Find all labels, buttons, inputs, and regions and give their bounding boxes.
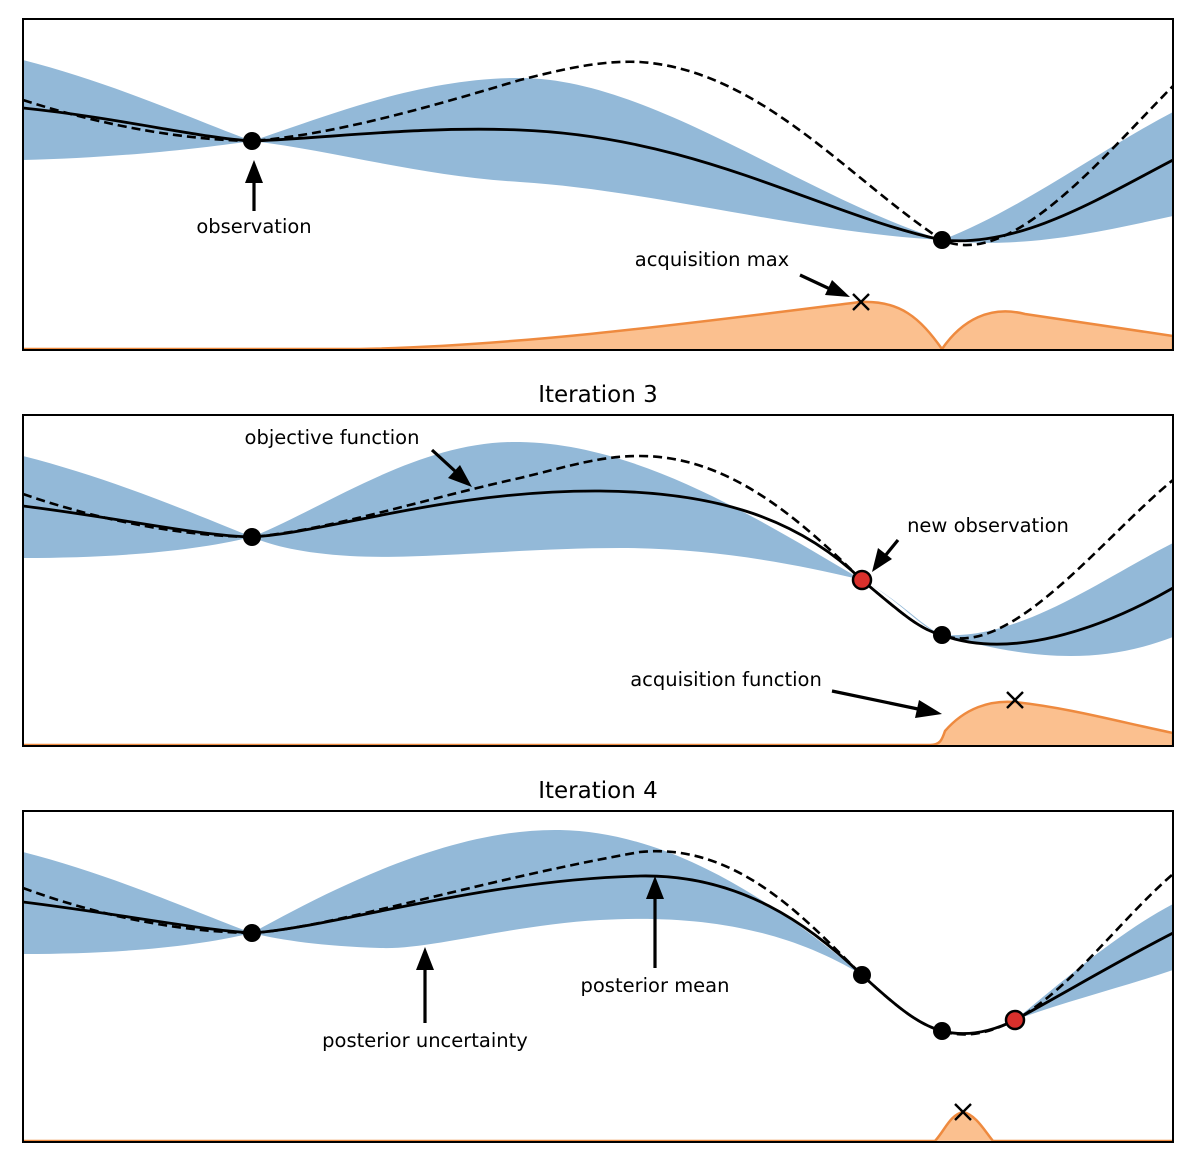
- observation-point: [933, 1022, 951, 1040]
- acquisition-function-curve: [23, 1110, 1173, 1142]
- acquisition-max-arrow: [799, 273, 850, 297]
- objective-function-line: [23, 60, 1173, 247]
- observation-point: [243, 528, 261, 546]
- posterior-uncertainty-arrow: [416, 947, 434, 1023]
- observation-point: [853, 966, 871, 984]
- annotation-new-observation: new observation: [907, 514, 1069, 537]
- panel-3: Iteration 4 posterior mean posterior unc…: [22, 778, 1174, 1143]
- panel-title-iteration-4: Iteration 4: [538, 778, 658, 804]
- observation-point: [933, 231, 951, 249]
- observation-point: [243, 924, 261, 942]
- acquisition-function-curve: [23, 300, 1173, 350]
- posterior-mean-arrow: [646, 876, 664, 968]
- panel-2: Iteration 3 objective function new obs: [22, 382, 1174, 747]
- acquisition-function-arrow: [831, 689, 942, 718]
- annotation-objective-function: objective function: [245, 426, 420, 449]
- panel-1-frame: [22, 18, 1174, 351]
- panel-3-frame: [22, 810, 1174, 1143]
- panel-2-frame: [22, 414, 1174, 747]
- posterior-mean-line: [23, 106, 1173, 243]
- new-observation-point: [1004, 1009, 1026, 1031]
- objective-function-arrow: [430, 448, 472, 487]
- acquisition-max-x-marker: [852, 293, 870, 311]
- observation-point: [933, 626, 951, 644]
- annotation-posterior-mean: posterior mean: [581, 974, 730, 997]
- new-observation-point: [851, 569, 873, 591]
- annotation-acquisition-max: acquisition max: [635, 248, 789, 271]
- annotation-acquisition-function: acquisition function: [630, 668, 822, 691]
- panel-1: observation acquisition max: [22, 18, 1174, 351]
- acquisition-x-marker: [954, 1103, 972, 1121]
- new-observation-arrow: [872, 538, 900, 572]
- panel-title-iteration-3: Iteration 3: [538, 382, 658, 408]
- annotation-posterior-uncertainty: posterior uncertainty: [322, 1029, 528, 1052]
- posterior-uncertainty-band: [23, 441, 1173, 656]
- posterior-uncertainty-band: [23, 60, 1173, 243]
- acquisition-x-marker: [1006, 691, 1024, 709]
- observation-point: [243, 132, 261, 150]
- annotation-observation: observation: [196, 215, 311, 238]
- acquisition-function-curve: [23, 700, 1173, 746]
- objective-function-line: [23, 454, 1173, 640]
- posterior-uncertainty-band: [23, 829, 1173, 1034]
- observation-arrow: [245, 160, 263, 211]
